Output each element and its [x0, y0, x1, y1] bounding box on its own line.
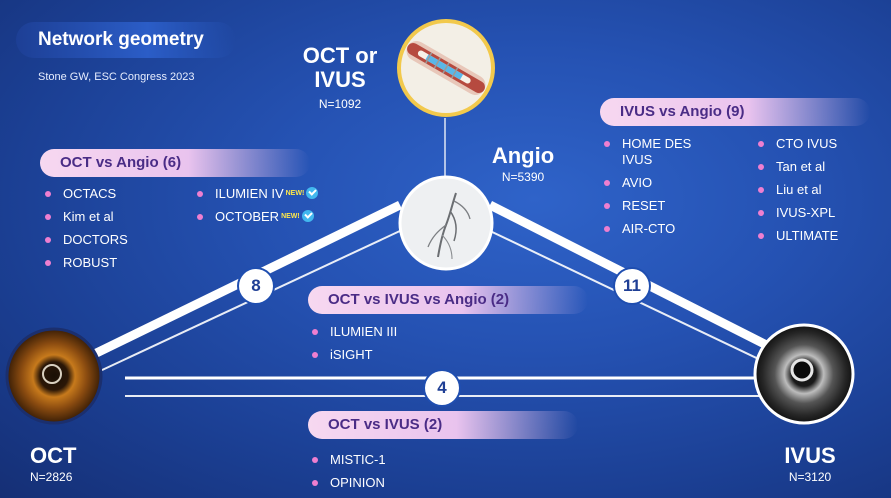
- octivus-label-line2: IVUS: [314, 67, 366, 92]
- list-item: RESET: [604, 198, 744, 214]
- ivus-vs-angio-list-2: CTO IVUS Tan et al Liu et al IVUS-XPL UL…: [758, 136, 878, 251]
- edge-ivus-angio-thin: [487, 229, 793, 376]
- list-item: DOCTORS: [45, 232, 195, 248]
- group-title-oct-vs-ivus: OCT vs IVUS (2): [308, 411, 578, 439]
- trial-name-line1: HOME DES: [622, 136, 692, 151]
- new-badge: NEW!: [281, 213, 300, 220]
- angio-node-n: N=5390: [501, 170, 545, 184]
- page-title: Network geometry: [16, 22, 236, 58]
- list-item: ROBUST: [45, 255, 195, 271]
- octivus-node-image: [396, 18, 496, 118]
- check-icon: [306, 187, 319, 199]
- oct-node-image: [4, 326, 104, 426]
- oct-vs-angio-list-1: OCTACS Kim et al DOCTORS ROBUST: [45, 186, 195, 278]
- edge-oct-angio-thin: [84, 229, 403, 379]
- trial-name: OCTOBER: [215, 209, 280, 224]
- list-item: Kim et al: [45, 209, 195, 225]
- ivus-node-n: N=3120: [788, 470, 832, 484]
- octivus-node-label: OCT or IVUS: [290, 44, 390, 92]
- list-item: ILUMIEN III: [312, 324, 472, 340]
- list-item: AIR-CTO: [604, 221, 744, 237]
- list-item: Liu et al: [758, 182, 878, 198]
- oct-node-n: N=2826: [30, 470, 73, 484]
- list-item: ULTIMATE: [758, 228, 878, 244]
- check-icon: [301, 210, 314, 222]
- edge-count-oct-ivus: 4: [425, 371, 459, 405]
- edge-count-oct-angio: 8: [239, 269, 273, 303]
- citation: Stone GW, ESC Congress 2023: [38, 71, 195, 83]
- octivus-label-line1: OCT or: [302, 43, 378, 68]
- trial-name: ILUMIEN IV: [215, 186, 284, 201]
- angio-node-image: [398, 175, 494, 271]
- list-item: iSIGHT: [312, 347, 472, 363]
- oct-vs-ivus-list: MISTIC-1 OPINION: [312, 452, 472, 498]
- angio-node-label: Angio: [491, 143, 555, 168]
- group-title-ivus-vs-angio: IVUS vs Angio (9): [600, 98, 870, 126]
- new-badge: NEW!: [285, 190, 305, 197]
- oct-vs-ivus-vs-angio-list: ILUMIEN III iSIGHT: [312, 324, 472, 370]
- octivus-node-n: N=1092: [318, 97, 362, 111]
- trial-name-line2: IVUS: [622, 152, 653, 167]
- list-item: MISTIC-1: [312, 452, 472, 468]
- list-item: Tan et al: [758, 159, 878, 175]
- ivus-node-image: [752, 322, 856, 426]
- list-item: CTO IVUS: [758, 136, 878, 152]
- list-item: OCTACS: [45, 186, 195, 202]
- group-title-oct-vs-angio: OCT vs Angio (6): [40, 149, 310, 177]
- oct-node-label: OCT: [30, 443, 77, 468]
- list-item: IVUS-XPL: [758, 205, 878, 221]
- list-item: OPINION: [312, 475, 472, 491]
- group-title-oct-vs-ivus-vs-angio: OCT vs IVUS vs Angio (2): [308, 286, 588, 314]
- list-item: AVIO: [604, 175, 744, 191]
- ivus-node-label: IVUS: [784, 443, 836, 468]
- edge-count-ivus-angio: 11: [615, 269, 649, 303]
